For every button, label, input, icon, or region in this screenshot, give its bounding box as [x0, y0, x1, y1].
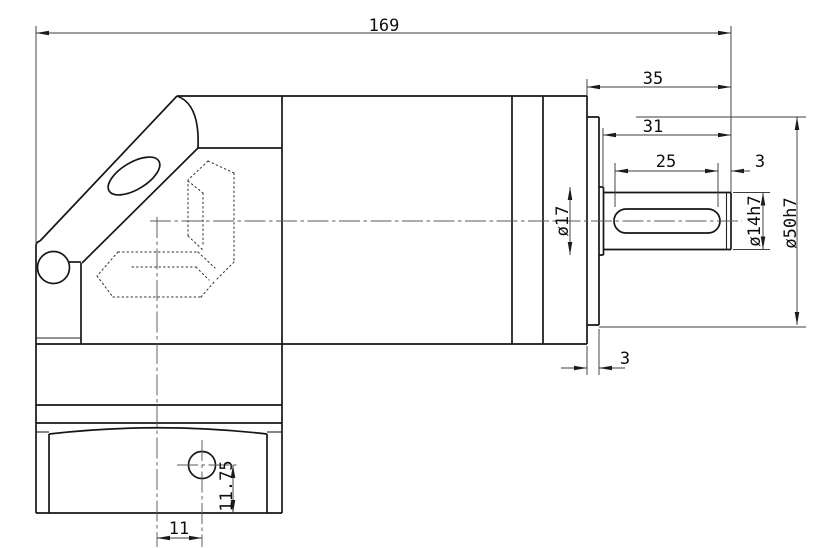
- dim-pilot-dia-label: ø50h7: [781, 197, 801, 248]
- angled-face-slot: [107, 156, 161, 196]
- hidden-internal-gearing: [96, 160, 235, 298]
- dim-keyway-to-end-label: 3: [755, 152, 765, 172]
- dim-shaft-length-label: 31: [643, 117, 663, 137]
- dim-shaft-dia-label: ø14h7: [745, 195, 765, 246]
- centerlines: [150, 217, 742, 547]
- dimension-arrowheads: [36, 30, 800, 541]
- dim-pilot-thickness-label: 3: [620, 349, 630, 369]
- dim-overall-length-label: 169: [369, 16, 400, 36]
- dim-collar-dia-label: ø17: [553, 206, 573, 237]
- dim-shaft-section-label: 35: [643, 69, 663, 89]
- dimension-labels: 169 35 31 25 3 3 11 ø17 ø14h7 ø50h7 11.7…: [169, 16, 801, 539]
- saddle-arc: [48, 426, 268, 435]
- dim-keyway-length-label: 25: [656, 152, 676, 172]
- dim-hole-offset-label: 11: [169, 519, 189, 539]
- input-end-cap: [36, 250, 71, 285]
- dim-hole-height-label: 11.75: [217, 460, 237, 511]
- part-outline: [35, 95, 732, 514]
- dimension-lines: [35, 26, 806, 539]
